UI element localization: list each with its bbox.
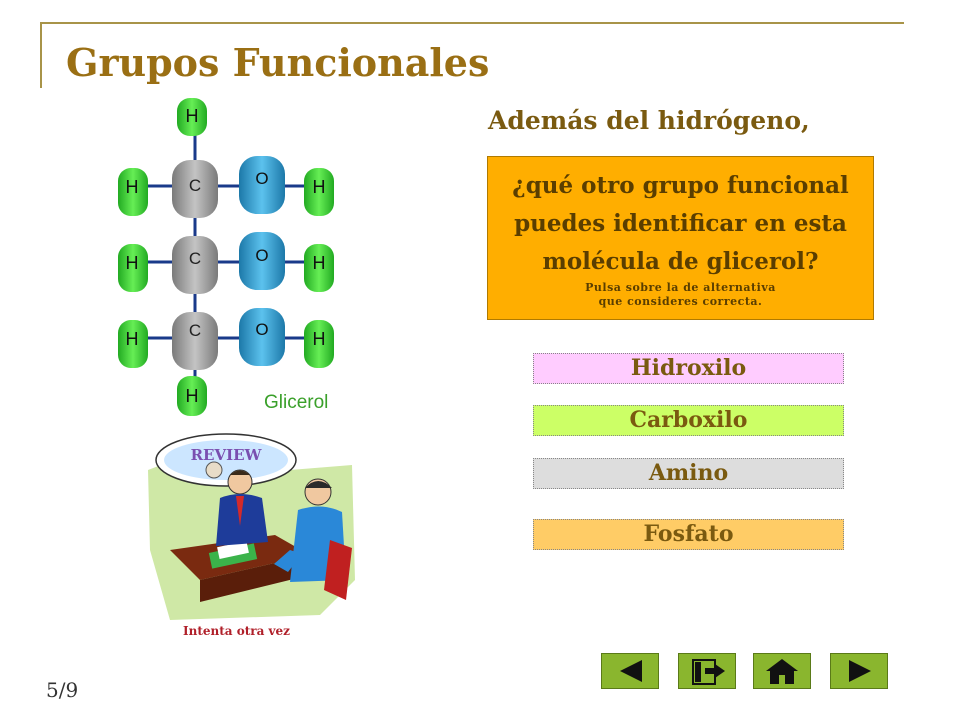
page-indicator: 5/9 <box>46 678 79 702</box>
option-amino-button[interactable]: Amino <box>533 458 844 489</box>
question-box: ¿qué otro grupo funcional puedes identif… <box>487 156 874 320</box>
carbon-atom-3: C <box>172 312 218 370</box>
svg-text:H: H <box>313 253 326 273</box>
option-hidroxilo-button[interactable]: Hidroxilo <box>533 353 844 384</box>
svg-text:O: O <box>255 246 268 265</box>
svg-text:H: H <box>126 177 139 197</box>
oxygen-atom-1: O <box>239 156 285 214</box>
svg-text:H: H <box>126 253 139 273</box>
svg-text:O: O <box>255 320 268 339</box>
svg-text:H: H <box>313 177 326 197</box>
svg-text:H: H <box>186 106 199 126</box>
exit-icon <box>692 659 725 685</box>
hydrogen-atom-left-3: H <box>118 320 148 368</box>
svg-text:C: C <box>189 249 201 268</box>
frame-left-line <box>40 22 42 88</box>
hydrogen-atom-bottom: H <box>177 376 207 416</box>
hydrogen-atom-right-1: H <box>304 168 334 216</box>
feedback-text: Intenta otra vez <box>183 624 290 638</box>
hydrogen-atom-right-3: H <box>304 320 334 368</box>
svg-text:H: H <box>313 329 326 349</box>
home-button[interactable] <box>753 653 811 689</box>
hint-line-2: que consideres correcta. <box>598 295 763 308</box>
previous-icon <box>620 660 642 682</box>
svg-text:REVIEW: REVIEW <box>191 446 263 464</box>
next-icon <box>849 660 871 682</box>
svg-text:H: H <box>126 329 139 349</box>
question-text: ¿qué otro grupo funcional puedes identif… <box>512 172 849 275</box>
svg-text:O: O <box>255 169 268 188</box>
page-title: Grupos Funcionales <box>66 40 490 85</box>
hint-line-1: Pulsa sobre la de alternativa <box>585 281 776 294</box>
home-icon <box>766 659 798 684</box>
option-carboxilo-button[interactable]: Carboxilo <box>533 405 844 436</box>
hydrogen-atom-top: H <box>177 98 207 136</box>
oxygen-atom-3: O <box>239 308 285 366</box>
molecule-label: Glicerol <box>264 392 329 413</box>
svg-text:C: C <box>189 321 201 340</box>
frame-top-line <box>40 22 904 24</box>
hydrogen-atom-left-1: H <box>118 168 148 216</box>
carbon-atom-1: C <box>172 160 218 218</box>
bond-lines <box>130 112 328 392</box>
exit-button[interactable] <box>678 653 736 689</box>
glycerol-molecule-diagram: H H H C O H H C O H H C <box>118 98 334 416</box>
hydrogen-atom-right-2: H <box>304 244 334 292</box>
review-meeting-clipart: REVIEW <box>148 433 355 620</box>
hydrogen-atom-left-2: H <box>118 244 148 292</box>
option-fosfato-button[interactable]: Fosfato <box>533 519 844 550</box>
oxygen-atom-2: O <box>239 232 285 290</box>
carbon-atom-2: C <box>172 236 218 294</box>
svg-text:C: C <box>189 176 201 195</box>
next-button[interactable] <box>830 653 888 689</box>
svg-text:H: H <box>186 386 199 406</box>
question-intro: Además del hidrógeno, <box>488 106 810 135</box>
previous-button[interactable] <box>601 653 659 689</box>
